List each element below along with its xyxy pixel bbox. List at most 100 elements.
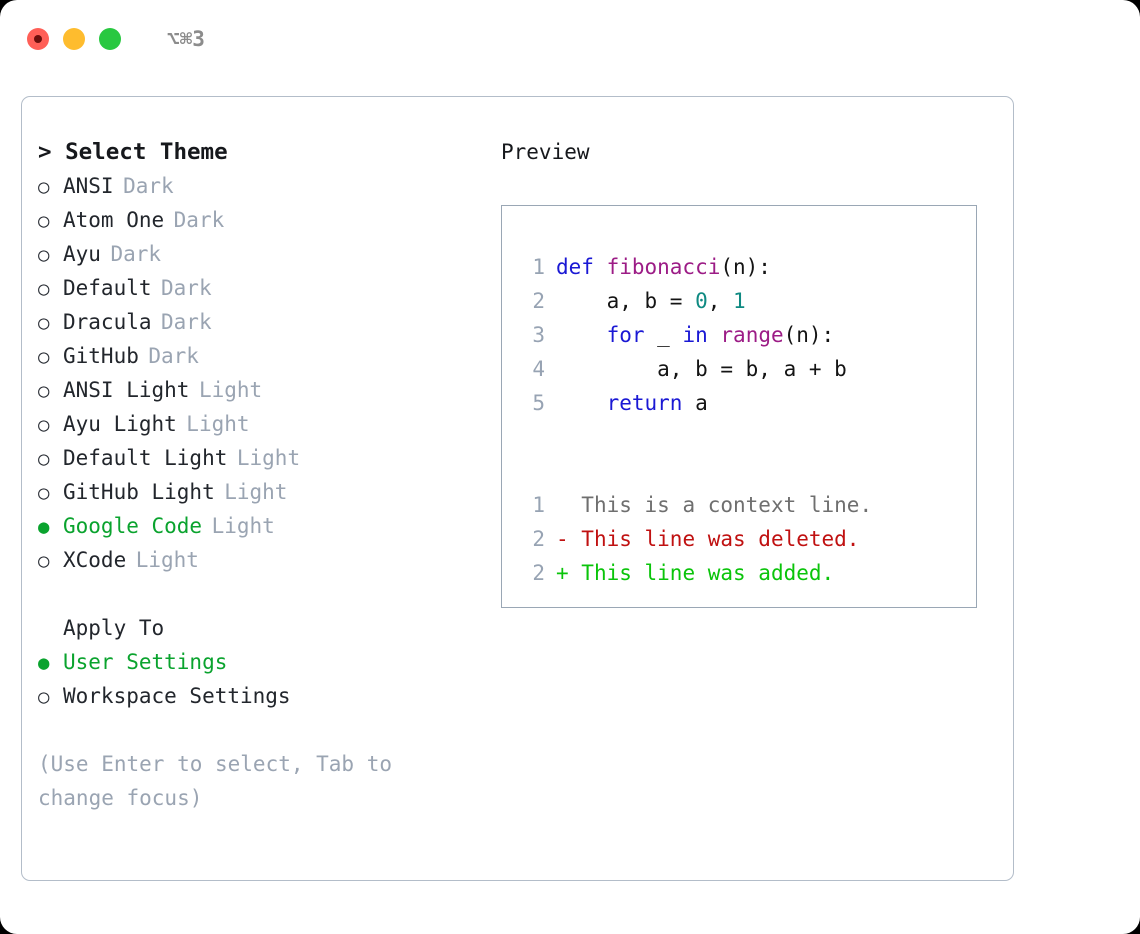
theme-option-variant: Dark [173,208,225,232]
code-token-kw: in [682,323,708,347]
theme-option-label: Default [63,276,152,300]
code-token-pl: a, b = [556,289,696,313]
radio-unselected-icon: ○ [38,176,50,198]
apply-to-option-workspace-settings[interactable]: ○Workspace Settings [38,679,468,713]
apply-to-header: Apply To [63,616,165,640]
theme-option-variant: Dark [161,310,212,334]
code-token-fn: range [720,323,784,347]
code-token-pl: a, b = b, a + b [556,357,847,381]
code-line-number: 2 [532,289,545,313]
theme-option-variant: Light [198,378,263,402]
theme-option-label: Default Light [63,446,228,470]
radio-selected-icon: ● [38,652,50,674]
diff-line-text: This is a context line. [581,493,873,517]
radio-unselected-icon: ○ [38,414,50,436]
code-token-fn: fibonacci [606,255,721,279]
maximize-button[interactable] [99,28,121,50]
theme-option-label: ANSI [63,174,114,198]
diff-line-number: 2 [532,561,545,585]
code-token-pl: _ [644,323,683,347]
code-token-pl: , [707,289,734,313]
minimize-button[interactable] [63,28,85,50]
apply-to-option-list[interactable]: ● User Settings ○Workspace Settings [38,645,468,713]
theme-option-variant: Light [135,548,199,572]
keyboard-hint-text: (Use Enter to select, Tab to change focu… [38,752,405,810]
diff-marker: - [556,527,582,551]
code-token-pl [556,391,607,415]
code-token-kw: return [606,391,683,415]
theme-option-variant: Light [186,412,250,436]
code-token-kw: for [606,323,645,347]
code-line-number: 5 [532,391,545,415]
theme-option-label: ANSI Light [63,378,190,402]
radio-unselected-icon: ○ [38,550,50,572]
theme-option-variant: Dark [148,344,199,368]
theme-option-label: Google Code [63,514,203,538]
diff-line-number: 2 [532,527,545,551]
radio-unselected-icon: ○ [38,210,50,232]
theme-option-label: GitHub Light [63,480,215,504]
theme-option-google-code[interactable]: ● Google Code Light [38,509,468,543]
apply-to-option-user-settings[interactable]: ● User Settings [38,645,468,679]
theme-option-variant: Dark [123,174,174,198]
code-line-text: a, b = b, a + b [556,352,847,386]
diff-line-number: 1 [532,493,545,517]
diff-line-ctx: 1 This is a context line. [502,488,976,522]
radio-unselected-icon: ○ [38,346,50,368]
code-token-kw: def [556,255,607,279]
radio-unselected-icon: ○ [38,278,50,300]
theme-option-default[interactable]: ○ Default Dark [38,271,468,305]
code-line-number: 4 [532,357,545,381]
section-spacer [38,577,468,611]
apply-to-option-label: User Settings [63,650,228,674]
theme-option-ansi-light[interactable]: ○ ANSI Light Light [38,373,468,407]
diff-line-del: 2- This line was deleted. [502,522,976,556]
code-line-number: 3 [532,323,545,347]
code-token-pl: (n): [783,323,835,347]
diff-line-text: This line was added. [581,561,835,585]
close-button[interactable] [27,28,49,50]
radio-unselected-icon: ○ [38,686,50,708]
code-token-pl [708,323,721,347]
keyboard-shortcut-label: ⌥⌘3 [167,27,205,51]
theme-option-ansi[interactable]: ○ ANSI Dark [38,169,468,203]
code-blank-line [502,454,976,488]
diff-line-text: This line was deleted. [581,527,860,551]
code-line: 4 a, b = b, a + b [502,352,976,386]
theme-option-github-light[interactable]: ○ GitHub Light Light [38,475,468,509]
code-token-num: 1 [733,289,746,313]
theme-option-variant: Light [211,514,275,538]
code-line-number: 1 [532,255,545,279]
radio-unselected-icon: ○ [38,482,50,504]
theme-option-variant: Dark [110,242,162,266]
code-line: 3 for _ in range(n): [502,318,976,352]
code-line-text: for _ in range(n): [556,318,835,352]
radio-selected-icon: ● [38,516,50,538]
radio-unselected-icon: ○ [38,380,50,402]
code-line-text: return a [556,386,708,420]
theme-option-label: Dracula [63,310,152,334]
theme-option-variant: Light [224,480,288,504]
theme-option-label: Ayu [63,242,101,266]
code-line: 5 return a [502,386,976,420]
diff-marker: + [556,561,582,585]
code-blank-line [502,420,976,454]
code-token-pl: a [682,391,708,415]
theme-option-variant: Dark [161,276,212,300]
diff-sample: 1 This is a context line.2- This line wa… [502,488,976,590]
